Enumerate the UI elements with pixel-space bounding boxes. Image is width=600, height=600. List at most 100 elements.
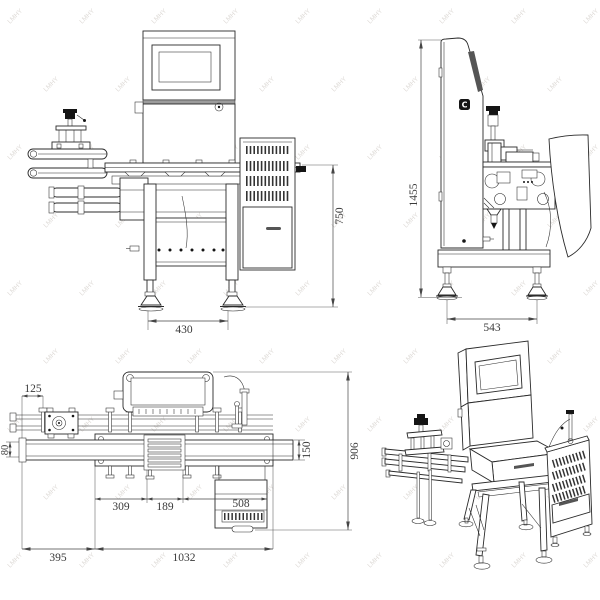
- watermark-text: LMHY: [294, 143, 312, 161]
- iso-cover: [468, 440, 579, 484]
- watermark-text: LMHY: [150, 7, 168, 25]
- watermark-text: LMHY: [114, 347, 132, 365]
- side-cable: [543, 191, 551, 248]
- front-base-frame: [126, 183, 246, 312]
- watermark-text: LMHY: [6, 143, 24, 161]
- plan-extension-lines: [6, 371, 352, 549]
- iso-cover-handle: [514, 463, 534, 469]
- plan-head-ticks: [138, 409, 196, 414]
- watermark-text: LMHY: [78, 415, 96, 433]
- front-drain-tap: [129, 245, 140, 252]
- plan-hose-posts: [223, 375, 250, 429]
- watermark-text: LMHY: [78, 551, 96, 569]
- watermark-text: LMHY: [366, 551, 384, 569]
- front-cabinet-door: [242, 206, 293, 269]
- watermark-text: LMHY: [258, 75, 276, 93]
- watermark-text: LMHY: [222, 551, 240, 569]
- dim-label-1455: 1455: [408, 183, 420, 206]
- iso-latch: [457, 408, 463, 418]
- watermark-text: LMHY: [330, 347, 348, 365]
- front-latch: [134, 101, 144, 114]
- side-hinge-top: [438, 67, 443, 78]
- watermark-text: LMHY: [186, 347, 204, 365]
- plan-dim-belt: 150: [297, 440, 313, 460]
- watermark-text: LMHY: [582, 279, 600, 297]
- dim-label-395: 395: [49, 552, 67, 564]
- iso-foot: [535, 556, 553, 564]
- plan-dim-rail: 80: [0, 442, 12, 457]
- watermark-text: LMHY: [582, 551, 600, 569]
- plan-side-tap: [113, 390, 124, 400]
- watermark-text: LMHY: [438, 551, 456, 569]
- iso-frame-legs: [458, 473, 563, 570]
- watermark-text: LMHY: [294, 551, 312, 569]
- watermark-text: LMHY: [78, 7, 96, 25]
- iso-hose: [548, 418, 571, 448]
- watermark-text: LMHY: [6, 551, 24, 569]
- side-roller: [537, 193, 549, 205]
- watermark-text: LMHY: [510, 279, 528, 297]
- side-deflector-chute: [548, 134, 592, 258]
- dim-label-430: 430: [175, 324, 193, 336]
- iso-cabinet: [544, 435, 593, 547]
- watermark-text: LMHY: [330, 75, 348, 93]
- watermark-text: LMHY: [546, 75, 564, 93]
- front-foot-left: [140, 295, 162, 306]
- side-base: [436, 249, 551, 301]
- side-dim-width: 543: [446, 300, 538, 334]
- side-logo-badge: [459, 99, 470, 110]
- watermark-text: LMHY: [366, 279, 384, 297]
- side-column-panel: C: [438, 37, 494, 249]
- plan-view: 125 80 150 906 309 189 508 395 1032: [0, 371, 361, 564]
- iso-screen: [478, 359, 519, 391]
- watermark-text: LMHY: [402, 347, 420, 365]
- watermark-text: LMHY: [366, 7, 384, 25]
- dim-label-1032: 1032: [173, 552, 196, 564]
- watermark-text: LMHY: [330, 483, 348, 501]
- front-door-handle: [266, 227, 281, 230]
- watermark-text: LMHY: [294, 279, 312, 297]
- iso-cabinet-louvers: [551, 450, 588, 503]
- side-foot-right: [527, 286, 547, 296]
- front-end-sensor: [296, 166, 306, 172]
- dim-label-543: 543: [483, 322, 501, 334]
- front-side-rails: [27, 148, 108, 179]
- iso-fo ot: [518, 523, 534, 531]
- watermark-text: LMHY: [42, 211, 60, 229]
- front-legs: [138, 279, 246, 312]
- iso-cabinet-drawer: [551, 493, 591, 524]
- iso-foot: [458, 520, 474, 528]
- side-hinge-bottom: [438, 191, 443, 202]
- iso-hose-valve: [548, 410, 574, 448]
- watermark-text: LMHY: [6, 279, 24, 297]
- plan-dim-depth: 906: [346, 372, 361, 530]
- front-screen: [158, 51, 212, 83]
- watermark-text: LMHY: [582, 7, 600, 25]
- plan-dim-segments: 309 189 508: [95, 497, 267, 513]
- watermark-text: LMHY: [510, 7, 528, 25]
- plan-cabinet: [214, 466, 268, 533]
- plan-dim-offset: 125: [22, 383, 43, 398]
- plan-conveyor-band: [18, 434, 294, 480]
- watermark-text: LMHY: [6, 7, 24, 25]
- watermark-text: LMHY: [582, 415, 600, 433]
- side-logo-letter: C: [462, 101, 468, 110]
- plan-control-head: [113, 371, 214, 417]
- front-dim-height: 750: [245, 164, 346, 308]
- plan-handle: [231, 525, 254, 533]
- watermark-text: LMHY: [402, 75, 420, 93]
- side-roller: [530, 171, 546, 187]
- watermark-text: LMHY: [366, 415, 384, 433]
- plan-weigh-belt: [143, 434, 186, 471]
- side-valve-icon: [486, 106, 500, 111]
- side-roller: [494, 193, 506, 205]
- iso-infeed-rails: [381, 447, 469, 526]
- plan-motor-assembly: [44, 407, 79, 439]
- watermark-text: LMHY: [294, 415, 312, 433]
- iso-view: [381, 340, 593, 570]
- watermark-text: LMHY: [150, 551, 168, 569]
- iso-rejector: [404, 414, 453, 456]
- front-cable: [181, 195, 188, 249]
